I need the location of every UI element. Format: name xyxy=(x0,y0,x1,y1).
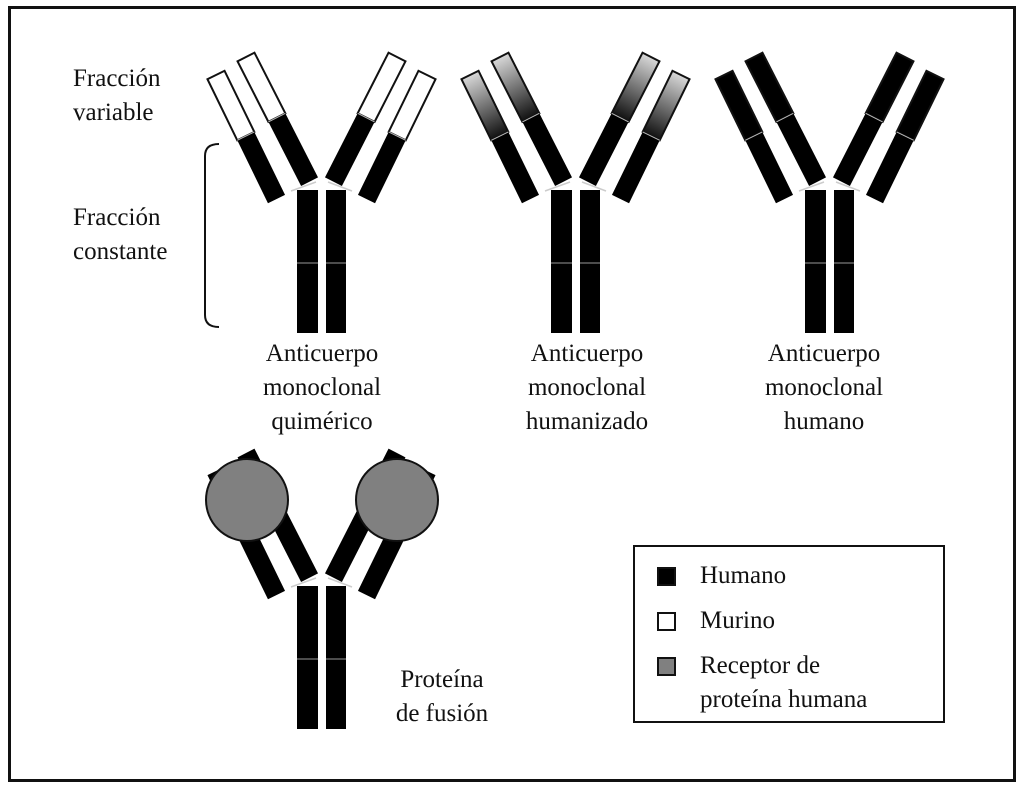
murine-swatch-icon xyxy=(657,612,676,631)
caption-line: quimérico xyxy=(271,408,373,435)
humanized-caption: Anticuerpo monoclonal humanizado xyxy=(487,337,687,439)
constant-fraction-bracket xyxy=(204,143,220,328)
right-light-arm-constant xyxy=(865,131,914,204)
constant-fraction-label: Fracción constante xyxy=(73,201,167,269)
legend-item-human: Humano xyxy=(657,559,786,593)
variable-fraction-label-line: variable xyxy=(73,99,154,126)
hinge-joint-left xyxy=(290,577,317,588)
right-heavy-arm-constant xyxy=(578,113,629,187)
left-heavy-arm-joint xyxy=(268,112,286,123)
right-heavy-arm-joint xyxy=(611,112,629,123)
hinge-joint-left xyxy=(798,181,825,192)
right-light-arm xyxy=(357,69,437,204)
caption-line: monoclonal xyxy=(527,374,647,401)
hinge-joint-right xyxy=(327,577,353,588)
heavy-chain-stem-right xyxy=(834,190,854,333)
receptor-swatch-icon xyxy=(657,657,676,676)
hinge-joint-right xyxy=(835,181,861,192)
caption-line: de fusión xyxy=(395,700,489,727)
left-heavy-arm xyxy=(744,51,827,187)
heavy-chain-stem-left xyxy=(297,586,318,729)
caption-line: monoclonal xyxy=(764,374,884,401)
caption-line: humano xyxy=(783,408,865,435)
right-light-arm-joint xyxy=(388,131,406,141)
figure-frame xyxy=(8,6,1016,782)
hinge-joint-right xyxy=(327,181,353,192)
legend-label: Humano xyxy=(700,562,787,589)
left-heavy-arm-joint xyxy=(776,112,794,123)
caption-line: Proteína xyxy=(400,666,484,693)
left-light-arm-constant xyxy=(491,131,540,204)
caption-line: Anticuerpo xyxy=(530,340,644,367)
caption-line: Anticuerpo xyxy=(767,340,881,367)
right-heavy-arm xyxy=(578,51,661,187)
left-light-arm-joint xyxy=(745,131,763,141)
right-heavy-arm-constant xyxy=(324,113,375,187)
legend: Humano Murino Receptor de proteína human… xyxy=(633,545,945,723)
antibody-human xyxy=(714,51,945,333)
hinge-joint-left xyxy=(290,181,317,192)
right-heavy-arm-joint xyxy=(357,112,375,123)
receptor-left xyxy=(205,458,289,542)
right-heavy-arm-constant xyxy=(832,113,883,187)
left-heavy-arm-constant xyxy=(522,113,573,187)
antibody-chimeric xyxy=(206,51,437,333)
antibody-humanized xyxy=(460,51,691,333)
constant-fraction-label-line: Fracción xyxy=(73,204,161,231)
right-heavy-arm-joint xyxy=(865,112,883,123)
right-heavy-arm xyxy=(324,51,407,187)
left-light-arm-constant xyxy=(237,131,286,204)
variable-fraction-label: Fracción variable xyxy=(73,62,160,130)
right-light-arm-constant xyxy=(357,131,406,204)
fusion-protein-caption: Proteína de fusión xyxy=(362,663,522,731)
heavy-chain-stem-left xyxy=(551,190,572,333)
variable-fraction-label-line: Fracción xyxy=(73,65,161,92)
chimeric-caption: Anticuerpo monoclonal quimérico xyxy=(222,337,422,439)
left-heavy-arm xyxy=(490,51,573,187)
right-light-arm-constant xyxy=(611,131,660,204)
hinge-joint-right xyxy=(581,181,607,192)
legend-label: Murino xyxy=(700,607,775,634)
left-heavy-arm-constant xyxy=(268,113,319,187)
left-light-arm-joint xyxy=(237,131,255,141)
heavy-chain-stem-left xyxy=(297,190,318,333)
left-light-arm-joint xyxy=(491,131,509,141)
legend-item-receptor: Receptor de proteína humana xyxy=(657,649,867,717)
left-light-arm-constant xyxy=(745,131,794,204)
hinge-joint-left xyxy=(544,181,571,192)
human-caption: Anticuerpo monoclonal humano xyxy=(724,337,924,439)
legend-item-murine: Murino xyxy=(657,604,775,638)
receptor-right xyxy=(355,458,439,542)
right-light-arm xyxy=(611,69,691,204)
right-heavy-arm xyxy=(832,51,915,187)
right-light-arm-joint xyxy=(642,131,660,141)
constant-fraction-label-line: constante xyxy=(73,238,168,265)
caption-line: humanizado xyxy=(525,408,649,435)
left-light-arm xyxy=(206,69,286,204)
caption-line: Anticuerpo xyxy=(265,340,379,367)
left-heavy-arm xyxy=(236,51,319,187)
left-light-arm xyxy=(714,69,794,204)
caption-line: monoclonal xyxy=(262,374,382,401)
human-swatch-icon xyxy=(657,567,676,586)
heavy-chain-stem-left xyxy=(805,190,826,333)
heavy-chain-stem-right xyxy=(326,190,346,333)
legend-label: proteína humana xyxy=(700,686,868,713)
heavy-chain-stem-right xyxy=(326,586,346,729)
antibody-fusion-protein xyxy=(205,448,439,729)
left-heavy-arm-joint xyxy=(522,112,540,123)
left-heavy-arm-constant xyxy=(776,113,827,187)
heavy-chain-stem-right xyxy=(580,190,600,333)
right-light-arm xyxy=(865,69,945,204)
left-light-arm xyxy=(460,69,540,204)
legend-label: Receptor de xyxy=(700,652,821,679)
right-light-arm-joint xyxy=(896,131,914,141)
